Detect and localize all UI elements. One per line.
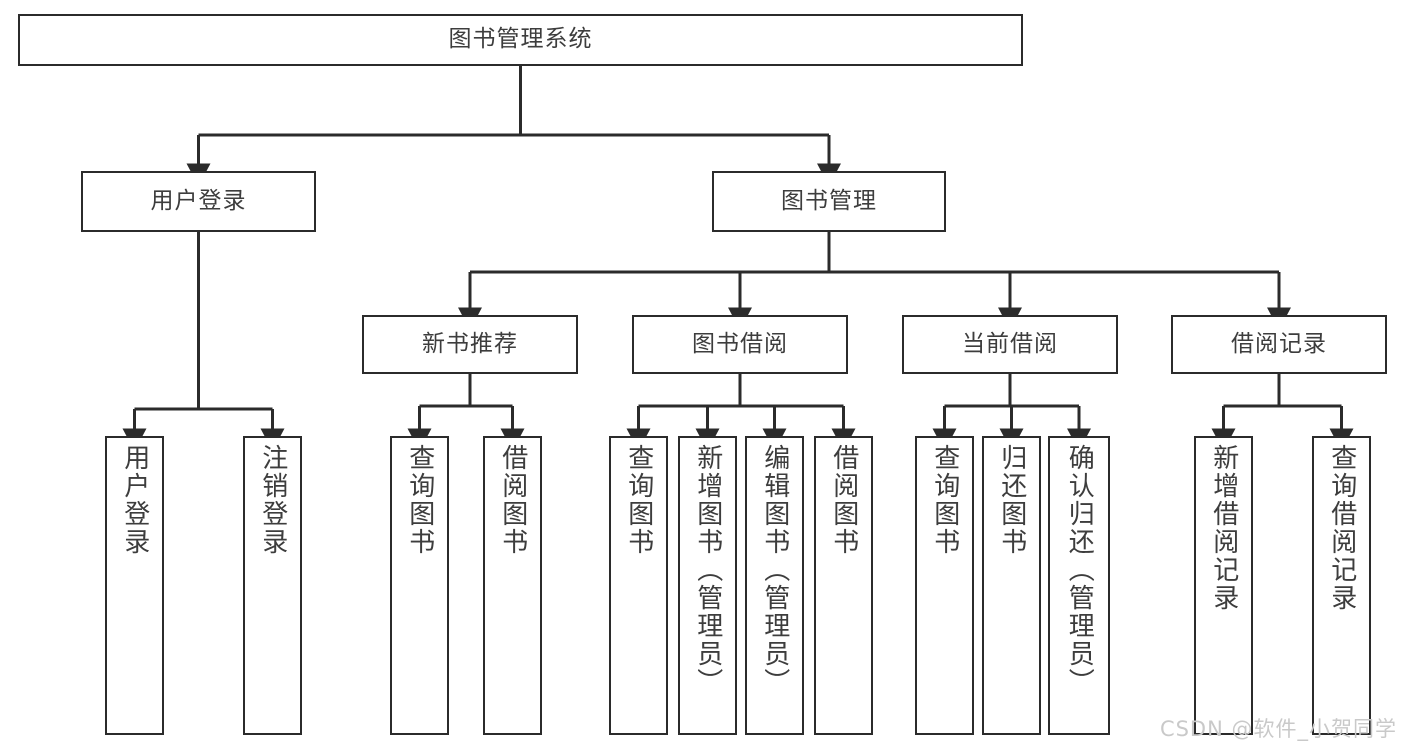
node-leaf-10[interactable]: 确认归还（管理员） [1048,436,1110,735]
node-label: 当前借阅 [962,330,1058,357]
node-level3-2[interactable]: 当前借阅 [902,315,1118,374]
node-label: 确认归还（管理员） [1064,444,1095,696]
node-leaf-12[interactable]: 查询借阅记录 [1312,436,1371,735]
node-level3-1[interactable]: 图书借阅 [632,315,848,374]
node-label: 编辑图书（管理员） [759,444,790,696]
node-label: 用户登录 [150,187,247,214]
node-label: 借阅图书 [828,444,859,556]
node-label: 查询图书 [404,444,435,556]
node-leaf-2[interactable]: 查询图书 [390,436,449,735]
node-leaf-6[interactable]: 编辑图书（管理员） [745,436,804,735]
node-label: 查询图书 [623,444,654,556]
node-level3-3[interactable]: 借阅记录 [1171,315,1387,374]
node-leaf-5[interactable]: 新增图书（管理员） [678,436,737,735]
node-leaf-0[interactable]: 用户登录 [105,436,164,735]
node-leaf-11[interactable]: 新增借阅记录 [1194,436,1253,735]
node-level3-0[interactable]: 新书推荐 [362,315,578,374]
node-level2-0[interactable]: 用户登录 [81,171,316,232]
node-leaf-3[interactable]: 借阅图书 [483,436,542,735]
node-label: 借阅图书 [497,444,528,556]
node-label: 图书管理 [781,187,877,214]
node-label: 查询借阅记录 [1326,444,1357,612]
node-label: 查询图书 [929,444,960,556]
node-leaf-9[interactable]: 归还图书 [982,436,1041,735]
node-root[interactable]: 图书管理系统 [18,14,1023,66]
node-label: 图书借阅 [692,330,788,357]
node-label: 归还图书 [996,444,1027,556]
node-label: 注销登录 [257,444,288,556]
node-leaf-8[interactable]: 查询图书 [915,436,974,735]
node-label: 新增图书（管理员） [692,444,723,696]
node-label: 借阅记录 [1231,330,1327,357]
node-label: 新书推荐 [422,330,518,357]
node-leaf-1[interactable]: 注销登录 [243,436,302,735]
node-level2-1[interactable]: 图书管理 [712,171,946,232]
node-label: 用户登录 [119,444,150,556]
node-label: 新增借阅记录 [1208,444,1239,612]
node-leaf-7[interactable]: 借阅图书 [814,436,873,735]
node-label: 图书管理系统 [448,26,593,53]
node-leaf-4[interactable]: 查询图书 [609,436,668,735]
